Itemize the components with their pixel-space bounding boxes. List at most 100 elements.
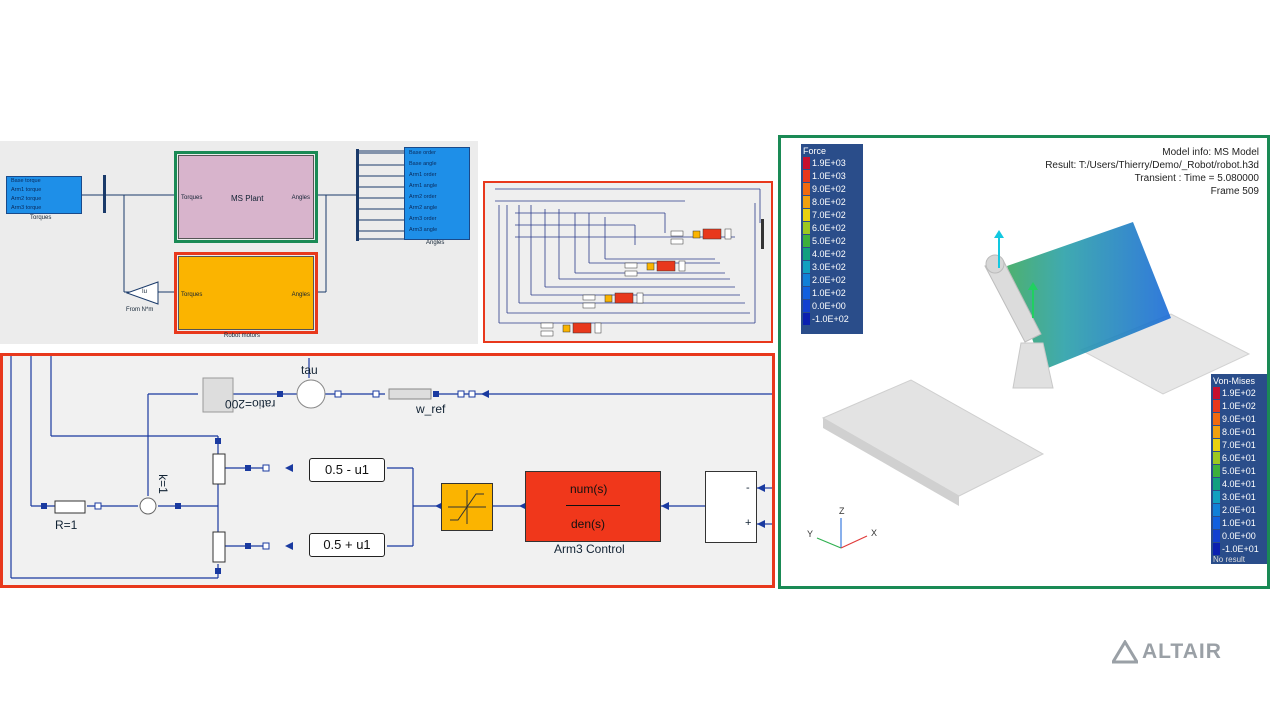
robot-motors-frame: Torques Angles (174, 252, 318, 334)
legend-swatch (803, 234, 810, 247)
legend-swatch (1213, 477, 1220, 490)
legend-value: 1.0E+02 (1222, 400, 1256, 411)
legend-row: 4.0E+01 (1213, 477, 1265, 490)
legend-value: 0.0E+00 (812, 300, 846, 311)
legend-row: 1.0E+03 (803, 169, 861, 182)
legend-value: 1.0E+02 (812, 287, 846, 298)
fem-viewport[interactable]: Model info: MS Model Result: T:/Users/Th… (778, 135, 1270, 589)
legend-row: -1.0E+01 (1213, 542, 1265, 555)
legend-value: 7.0E+01 (1222, 439, 1256, 450)
legend-row: 2.0E+01 (1213, 503, 1265, 516)
arm3-wires (10, 356, 772, 579)
legend-value: 4.0E+01 (1222, 478, 1256, 489)
gain-triangle-icon[interactable] (126, 281, 160, 305)
plant-in-port: Torques (181, 195, 203, 201)
saturation-icon (448, 490, 486, 524)
legend-row: 0.0E+00 (803, 299, 861, 312)
mini-diagram-panel[interactable] (483, 181, 773, 343)
model-info: Model info: MS Model Result: T:/Users/Th… (1045, 146, 1259, 198)
vm-legend-title: Von-Mises (1213, 376, 1256, 386)
legend-value: 8.0E+01 (1222, 426, 1256, 437)
legend-value: 6.0E+01 (1222, 452, 1256, 463)
info-line: Frame 509 (1210, 186, 1259, 197)
port-label: Arm1 angle (409, 183, 438, 189)
robot-motors-block[interactable]: Torques Angles (178, 256, 314, 330)
port-label: Arm1 order (409, 172, 437, 178)
legend-row: 7.0E+01 (1213, 438, 1265, 451)
legend-row: 7.0E+02 (803, 208, 861, 221)
gain-minus-block[interactable]: 0.5 - u1 (309, 458, 385, 482)
robot-joint (985, 254, 1005, 274)
ms-plant-block[interactable]: Torques MS Plant Angles (178, 155, 314, 239)
transfer-function-block[interactable]: num(s) den(s) (525, 471, 661, 542)
tau-label: tau (301, 363, 318, 377)
port-label: Arm2 angle (409, 205, 438, 211)
sum-plus-sign: + (745, 517, 752, 529)
base-plate-left (821, 379, 1045, 497)
force-arrow-head (994, 230, 1004, 238)
legend-row: 1.0E+02 (803, 286, 861, 299)
legend-value: 1.0E+03 (812, 170, 846, 181)
legend-value: 3.0E+01 (1222, 491, 1256, 502)
legend-swatch (1213, 412, 1220, 425)
motors-out-port: Angles (291, 292, 310, 298)
legend-swatch (803, 299, 810, 312)
r-label: R=1 (55, 518, 78, 532)
legend-swatch (803, 273, 810, 286)
legend-value: -1.0E+02 (812, 313, 849, 324)
wref-label: w_ref (416, 402, 446, 416)
legend-swatch (1213, 386, 1220, 399)
axis-z-label: Z (839, 506, 845, 516)
angles-label: Angles (426, 240, 445, 246)
port-label: Arm2 torque (11, 196, 42, 202)
no-result-label: No result (1213, 555, 1246, 564)
axis-y-label: Y (807, 529, 813, 539)
k-label: k=1 (155, 474, 170, 494)
legend-swatch (1213, 425, 1220, 438)
legend-swatch (803, 247, 810, 260)
legend-swatch (803, 169, 810, 182)
gain-plus-block[interactable]: 0.5 + u1 (309, 533, 385, 557)
arm3-control-panel[interactable]: tau ratio=200 w_ref k=1 R=1 0.5 - u1 0.5… (0, 353, 775, 588)
legend-value: 2.0E+02 (812, 274, 846, 285)
force-arrow-green-head (1028, 282, 1038, 290)
tf-divider (566, 505, 620, 506)
sum-block[interactable]: - + (705, 471, 757, 543)
altair-logo: ALTAIR (1112, 640, 1222, 664)
arm3-control-label: Arm3 Control (554, 542, 625, 556)
legend-swatch (1213, 503, 1220, 516)
robot-motors-label: Robot motors (224, 333, 261, 339)
top-model-panel: Base torque Arm1 torque Arm2 torque Arm3… (0, 141, 478, 344)
saturation-block[interactable] (441, 483, 493, 531)
legend-row: 3.0E+01 (1213, 490, 1265, 503)
motors-in-port: Torques (181, 292, 203, 298)
stress-plate (1007, 222, 1171, 370)
info-line: Transient : Time = 5.080000 (1134, 173, 1259, 184)
legend-swatch (1213, 438, 1220, 451)
legend-row: 2.0E+02 (803, 273, 861, 286)
tf-numerator: num(s) (570, 482, 608, 496)
legend-swatch (803, 312, 810, 325)
angles-block[interactable]: Base order Base angle Arm1 order Arm1 an… (404, 147, 470, 240)
robot-base (1012, 342, 1054, 389)
fem-scene: Z X Y (807, 222, 1251, 549)
axis-x-label: X (871, 528, 877, 538)
legend-row: 0.0E+00 (1213, 529, 1265, 542)
legend-swatch (1213, 529, 1220, 542)
brand-name: ALTAIR (1142, 640, 1222, 663)
legend-swatch (1213, 451, 1220, 464)
legend-row: 9.0E+02 (803, 182, 861, 195)
legend-swatch (803, 195, 810, 208)
legend-value: 5.0E+02 (812, 235, 846, 246)
legend-value: 0.0E+00 (1222, 530, 1256, 541)
legend-row: 5.0E+02 (803, 234, 861, 247)
port-label: Arm2 order (409, 194, 437, 200)
tf-denominator: den(s) (571, 517, 606, 531)
legend-value: 1.9E+02 (1222, 387, 1256, 398)
legend-value: 4.0E+02 (812, 248, 846, 259)
torques-block[interactable]: Base torque Arm1 torque Arm2 torque Arm3… (6, 176, 82, 214)
top-model-wires (82, 149, 405, 293)
